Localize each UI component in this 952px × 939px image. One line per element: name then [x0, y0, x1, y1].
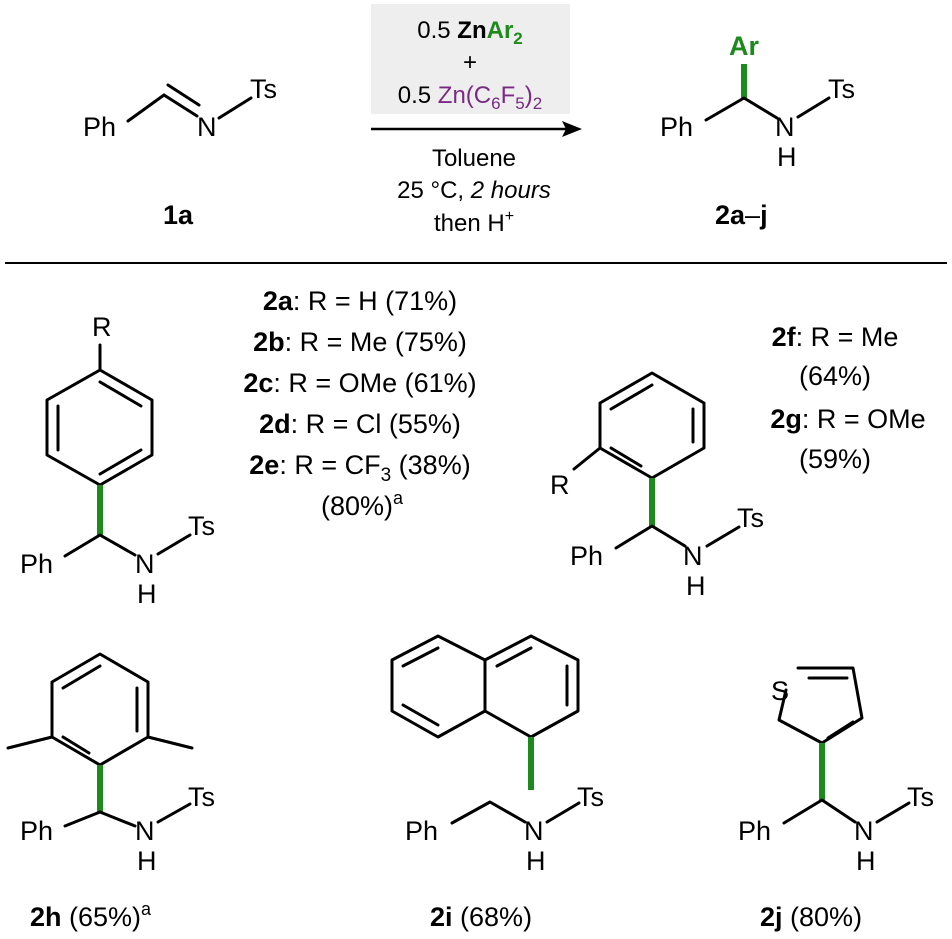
label-2h: 2h (65%)a	[30, 899, 152, 932]
bond	[156, 802, 192, 824]
inner-double-bonds	[56, 380, 143, 476]
ph-label: Ph	[660, 112, 693, 142]
temp-time-label: 25 °C, 2 hours	[397, 177, 551, 204]
para-yields: 2a: R = H (71%) 2b: R = Me (75%) 2c: R =…	[243, 286, 476, 521]
entry-2e-extra: (80%)a	[321, 488, 404, 521]
naphthalene-ring-right	[483, 634, 580, 739]
n-label: N	[775, 112, 795, 142]
h-label: H	[777, 142, 797, 172]
ph-label: Ph	[20, 549, 53, 579]
ts-label: Ts	[188, 511, 215, 541]
ph-label: Ph	[83, 112, 116, 142]
reagents-box: 0.5 ZnAr2 + 0.5 Zn(C6F5)2	[371, 4, 570, 114]
ar-label: Ar	[729, 31, 759, 61]
bond	[63, 533, 137, 558]
compound-label: 1a	[163, 200, 194, 230]
h-label: H	[137, 846, 157, 876]
bond	[572, 446, 602, 471]
compound-label: 2a–j	[715, 200, 768, 230]
r-label: R	[550, 470, 570, 500]
bond	[704, 96, 779, 122]
conditions: Toluene 25 °C, 2 hours then H+	[397, 145, 551, 237]
entry-2f-yield: (64%)	[799, 361, 871, 391]
inner-double-bonds	[61, 664, 139, 755]
structure-2h: Ph N H Ts 2h (65%)a	[6, 652, 215, 932]
bond	[126, 93, 166, 123]
entry-2f: 2f: R = Me	[772, 322, 899, 352]
entry-2e: 2e: R = CF3 (38%)	[249, 450, 470, 486]
bond	[217, 96, 253, 120]
benzene-ring	[598, 371, 706, 480]
inner-double-bonds	[807, 676, 855, 740]
n-label: N	[135, 816, 155, 846]
ts-label: Ts	[828, 74, 855, 104]
ts-label: Ts	[577, 782, 604, 812]
reagent-highlight	[371, 4, 570, 114]
benzene-ring	[45, 368, 154, 487]
structure-2i: Ph N H Ts 2i (68%)	[390, 634, 604, 932]
label-2i: 2i (68%)	[430, 902, 532, 932]
reagent-line-2: 0.5 Zn(C6F5)2	[398, 82, 542, 113]
entry-2a: 2a: R = H (71%)	[263, 286, 457, 316]
n-label: N	[135, 549, 155, 579]
benzene-ring	[50, 652, 150, 767]
bond	[545, 801, 581, 824]
ts-label: Ts	[907, 782, 934, 812]
inner-double-bonds	[401, 646, 569, 727]
structure-para-aryl: R Ph N H Ts	[20, 312, 215, 609]
structure-ortho-aryl: R Ph N H Ts	[550, 371, 764, 601]
bond	[63, 810, 137, 828]
entry-2g-yield: (59%)	[799, 444, 871, 474]
label-2j: 2j (80%)	[760, 902, 862, 932]
ts-label: Ts	[250, 74, 277, 104]
n-label: N	[524, 816, 544, 846]
h-label: H	[137, 579, 157, 609]
inner-double-bonds	[609, 383, 695, 468]
ph-label: Ph	[570, 541, 603, 571]
entry-2d: 2d: R = Cl (55%)	[259, 409, 461, 439]
bond	[796, 96, 831, 119]
r-label: R	[92, 312, 112, 342]
n-label: N	[854, 816, 874, 846]
ts-label: Ts	[737, 503, 764, 533]
h-label: H	[526, 846, 546, 876]
ts-label: Ts	[188, 782, 215, 812]
entry-2c: 2c: R = OMe (61%)	[243, 368, 476, 398]
bond	[450, 800, 527, 825]
bond	[705, 525, 741, 548]
h-label: H	[856, 846, 876, 876]
methyl-bonds	[6, 735, 194, 750]
ortho-yields: 2f: R = Me (64%) 2g: R = OMe (59%)	[770, 322, 925, 474]
entry-2g: 2g: R = OMe	[770, 404, 925, 434]
ph-label: Ph	[405, 816, 438, 846]
h-label: H	[686, 571, 706, 601]
bond	[614, 524, 687, 550]
entry-2b: 2b: R = Me (75%)	[253, 327, 467, 357]
s-label: S	[771, 676, 789, 706]
plus-sign: +	[463, 49, 477, 76]
reactant-1a: Ph N Ts 1a	[83, 74, 277, 230]
ph-label: Ph	[738, 816, 771, 846]
workup-label: then H+	[434, 208, 514, 237]
ph-label: Ph	[20, 816, 53, 846]
reagent-line-1: 0.5 ZnAr2	[417, 17, 523, 48]
reaction-arrow	[371, 121, 582, 137]
bond	[875, 801, 911, 824]
n-label: N	[683, 541, 703, 571]
n-label: N	[197, 112, 217, 142]
solvent-label: Toluene	[432, 145, 516, 172]
double-bond	[162, 83, 201, 118]
bond	[782, 798, 857, 825]
product-2a-j: Ar Ph N H Ts 2a–j	[660, 31, 855, 230]
bond	[156, 533, 192, 556]
structure-2j: S Ph N H Ts 2j (80%)	[738, 666, 934, 932]
naphthalene-ring-left	[390, 634, 487, 739]
